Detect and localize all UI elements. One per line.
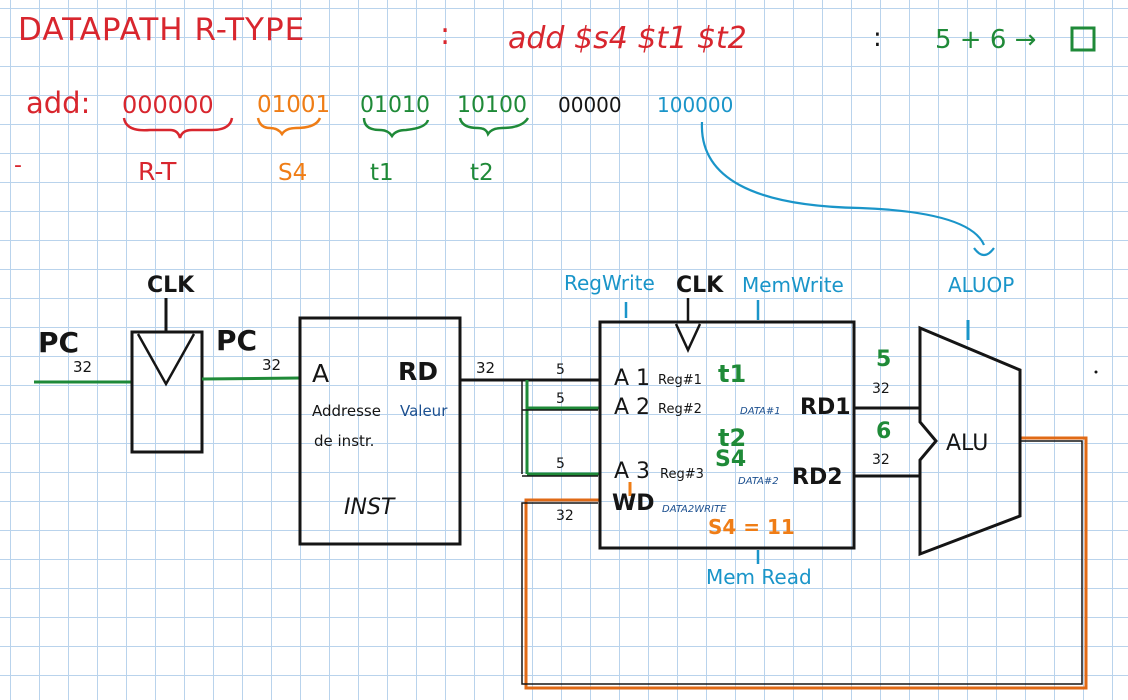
regfile-a2: A 2 bbox=[614, 395, 650, 420]
opcode-note: R-T bbox=[138, 157, 177, 186]
page-title: DATAPATH R-TYPE bbox=[18, 12, 305, 48]
opcode-brace bbox=[122, 117, 234, 139]
rd-note: t2 bbox=[470, 160, 494, 186]
regfile-clk-label: CLK bbox=[676, 273, 724, 298]
writeback-wire-black bbox=[521, 440, 1083, 685]
alu-shape bbox=[918, 325, 1022, 557]
regfile-clock-triangle bbox=[674, 323, 702, 353]
field-width-1: 5 bbox=[556, 362, 565, 378]
rt-note: t1 bbox=[370, 160, 394, 186]
aluop-label: ALUOP bbox=[948, 273, 1014, 297]
alu-in1-width: 32 bbox=[872, 381, 890, 397]
regfile-data1: DATA#1 bbox=[740, 406, 781, 417]
instruction-text: add $s4 $t1 $t2 bbox=[508, 21, 747, 56]
title-colon-2: : bbox=[873, 23, 882, 53]
pc-register-clock-triangle bbox=[136, 333, 196, 387]
regfile-a2-reg: Reg#2 bbox=[658, 402, 702, 417]
inst-memory-name: INST bbox=[344, 495, 396, 520]
memread-label: Mem Read bbox=[706, 565, 812, 589]
regfile-a1: A 1 bbox=[614, 366, 650, 391]
inst-port-a: A bbox=[312, 359, 329, 388]
regfile-wd: WD bbox=[612, 491, 655, 516]
writeback-wire bbox=[524, 436, 1088, 690]
rt-brace bbox=[362, 117, 430, 139]
alu-in2-value: 6 bbox=[876, 419, 891, 444]
title-colon: : bbox=[440, 17, 450, 52]
pc-out-wire bbox=[201, 376, 301, 381]
field-split-wire-black bbox=[521, 380, 598, 477]
inst-value-note: Valeur bbox=[400, 402, 448, 420]
stray-dot bbox=[1094, 370, 1098, 374]
rd-bits: 10100 bbox=[457, 93, 527, 118]
result-box bbox=[1070, 26, 1096, 52]
rd-bus-width: 32 bbox=[476, 359, 495, 377]
inst-address-note-2: de instr. bbox=[314, 432, 374, 450]
clk-label: CLK bbox=[147, 273, 195, 298]
field-split-wire bbox=[525, 380, 600, 476]
alu-in2-width: 32 bbox=[872, 452, 890, 468]
regfile-s4-result: S4 = 11 bbox=[708, 515, 795, 539]
encoding-label: add: bbox=[26, 86, 90, 120]
regfile-rd1: RD1 bbox=[800, 395, 851, 420]
regfile-data2: DATA#2 bbox=[738, 476, 779, 487]
pc-out-label: PC bbox=[216, 324, 257, 357]
register-file bbox=[598, 320, 856, 550]
funct-arrow-head bbox=[973, 247, 995, 257]
memwrite-label: MemWrite bbox=[742, 273, 844, 297]
pc-register bbox=[130, 330, 204, 454]
opcode-bits: 000000 bbox=[122, 91, 214, 119]
inst-address-note: Addresse bbox=[312, 402, 381, 420]
funct-to-aluop-arrow bbox=[700, 121, 986, 246]
pc-in-width: 32 bbox=[73, 358, 92, 376]
shamt-bits: 00000 bbox=[558, 93, 622, 117]
regfile-a1-value: t1 bbox=[718, 360, 746, 388]
regfile-t2-label: t2 bbox=[718, 424, 746, 452]
regfile-rd2: RD2 bbox=[792, 465, 843, 490]
alu-in1-value: 5 bbox=[876, 347, 891, 372]
result-expression: 5 + 6 → bbox=[935, 25, 1036, 55]
wd-bus-width: 32 bbox=[556, 508, 574, 524]
pc-out-width: 32 bbox=[262, 356, 281, 374]
regwrite-label: RegWrite bbox=[564, 271, 655, 295]
rs-note: S4 bbox=[278, 160, 307, 186]
field-width-2: 5 bbox=[556, 391, 565, 407]
pc-in-label: PC bbox=[38, 326, 79, 359]
instruction-memory bbox=[298, 316, 462, 546]
rs-bits: 01001 bbox=[257, 92, 330, 118]
rt-bits: 01010 bbox=[360, 93, 430, 118]
rs-brace bbox=[256, 117, 322, 137]
alu-name: ALU bbox=[946, 431, 988, 456]
inst-port-rd: RD bbox=[398, 357, 438, 386]
encoding-dash: - bbox=[14, 153, 22, 178]
regfile-a1-reg: Reg#1 bbox=[658, 373, 702, 388]
rd-brace bbox=[458, 117, 530, 137]
regfile-s4-label: S4 bbox=[715, 447, 746, 472]
regfile-data2write: DATA2WRITE bbox=[662, 504, 727, 515]
regfile-a3-reg: Reg#3 bbox=[660, 467, 704, 482]
regfile-a3: A 3 bbox=[614, 459, 650, 484]
field-width-3: 5 bbox=[556, 456, 565, 472]
funct-bits: 100000 bbox=[657, 93, 733, 117]
